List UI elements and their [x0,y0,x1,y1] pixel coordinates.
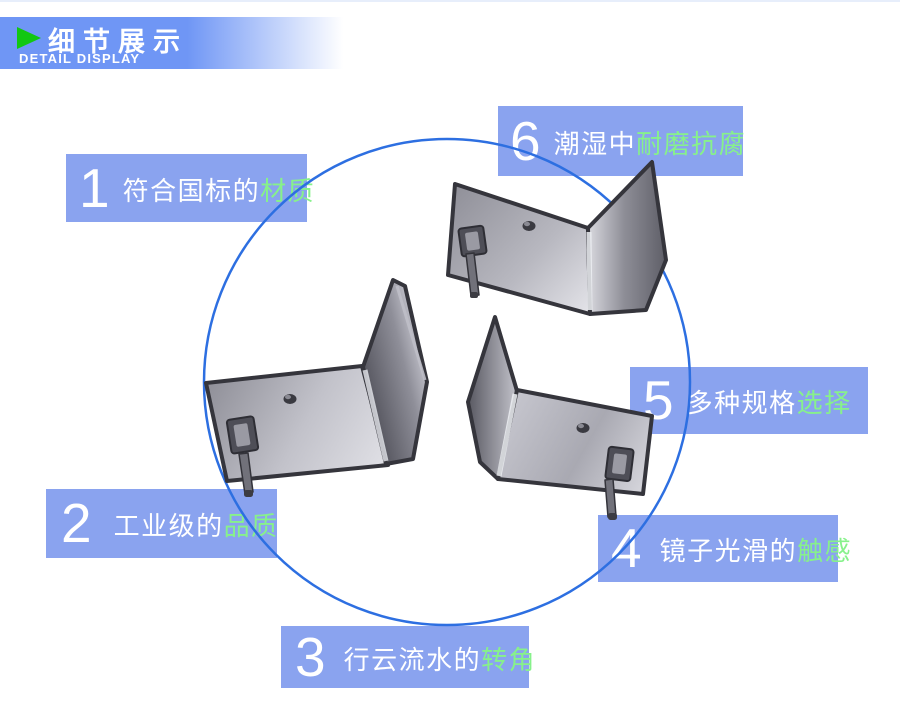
play-triangle-icon [17,27,41,49]
section-title: 细节展示 [48,27,188,57]
feature-number: 1 [79,156,110,219]
feature-label-4: 4 镜子光滑的触感 [598,515,851,582]
section-subtitle: DETAIL DISPLAY [19,51,141,66]
feature-text: 行云流水的转角 [343,644,537,675]
section-header-banner: 细节展示 DETAIL DISPLAY [0,17,520,69]
feature-text: 潮湿中耐磨抗腐 [553,128,747,159]
corner-bracket-right [466,315,654,520]
feature-label-3: 3 行云流水的转角 [281,625,535,688]
feature-number: 4 [611,517,642,579]
feature-text: 工业级的品质 [113,511,279,541]
corner-bracket-top [446,160,668,316]
feature-number: 5 [643,369,674,431]
feature-label-2: 2 工业级的品质 [46,489,277,558]
feature-label-1: 1 符合国标的材质 [66,154,314,222]
feature-number: 6 [510,109,541,172]
corner-bracket-left [204,278,429,497]
feature-label-5: 5 多种规格选择 [630,367,868,434]
feature-number: 3 [295,625,326,688]
feature-text: 符合国标的材质 [122,175,316,206]
feature-label-6: 6 潮湿中耐磨抗腐 [498,106,745,176]
feature-text: 镜子光滑的触感 [659,536,853,566]
feature-text: 多种规格选择 [686,388,852,418]
feature-number: 2 [61,492,92,554]
